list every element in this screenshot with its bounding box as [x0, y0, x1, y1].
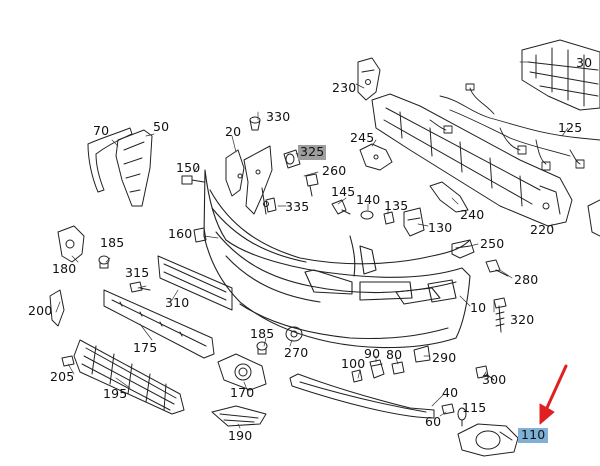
part-grille-mesh-195 [73, 339, 185, 415]
part-clip-205 [61, 355, 75, 367]
callout-220[interactable]: 220 [530, 222, 555, 237]
callout-335[interactable]: 335 [285, 199, 310, 214]
callout-100[interactable]: 100 [341, 356, 366, 371]
part-clips-100-90-80 [351, 359, 405, 383]
callout-125[interactable]: 125 [558, 120, 583, 135]
part-screw-315 [129, 281, 151, 293]
part-grille-frame-50 [115, 129, 153, 207]
callout-205[interactable]: 205 [50, 369, 75, 384]
callout-50[interactable]: 50 [153, 119, 170, 134]
part-bolt-260 [305, 173, 319, 197]
callout-185-upper[interactable]: 185 [100, 235, 125, 250]
part-bracket-200 [49, 289, 65, 327]
callout-200[interactable]: 200 [28, 303, 53, 318]
callout-300[interactable]: 300 [482, 372, 507, 387]
callout-250[interactable]: 250 [480, 236, 505, 251]
callout-260[interactable]: 260 [322, 163, 347, 178]
part-wiring-harness-125 [429, 83, 600, 171]
part-grommet-185-lower [256, 341, 268, 355]
callout-70[interactable]: 70 [93, 123, 110, 138]
callout-90[interactable]: 90 [364, 346, 381, 361]
callout-170[interactable]: 170 [230, 385, 255, 400]
part-bumper-cover [203, 169, 471, 349]
callout-40[interactable]: 40 [442, 385, 459, 400]
part-fog-lamp-110 [457, 423, 519, 457]
part-trim-strip-70 [87, 127, 133, 193]
part-plate-bracket-310 [157, 255, 233, 311]
callout-160[interactable]: 160 [168, 226, 193, 241]
part-bracket-130 [403, 207, 425, 237]
part-impact-beam-220 [371, 93, 573, 227]
callout-195[interactable]: 195 [103, 386, 128, 401]
callout-145[interactable]: 145 [331, 184, 356, 199]
part-lower-strip-175 [103, 289, 215, 359]
part-cap-60 [441, 403, 455, 415]
part-clip-290 [413, 345, 431, 363]
callout-20[interactable]: 20 [225, 124, 242, 139]
callout-320[interactable]: 320 [510, 312, 535, 327]
callout-175[interactable]: 175 [133, 340, 158, 355]
leader-lines [55, 61, 569, 429]
part-bracket-240 [429, 181, 469, 213]
callout-180[interactable]: 180 [52, 261, 77, 276]
callout-245[interactable]: 245 [350, 130, 375, 145]
callout-150[interactable]: 150 [176, 160, 201, 175]
callout-10[interactable]: 10 [470, 300, 487, 315]
callout-330[interactable]: 330 [266, 109, 291, 124]
highlight-arrow [539, 364, 568, 425]
part-bracket-230 [357, 57, 381, 101]
callout-185-lower[interactable]: 185 [250, 326, 275, 341]
part-bolt-280 [485, 259, 509, 277]
part-small-grille-190 [211, 405, 267, 427]
part-grommet-325 [283, 149, 301, 169]
callout-315[interactable]: 315 [125, 265, 150, 280]
callout-310[interactable]: 310 [165, 295, 190, 310]
callout-115[interactable]: 115 [462, 400, 487, 415]
part-mount-bracket-20 [225, 145, 273, 215]
part-clip-160 [193, 227, 207, 243]
part-bracket-245 [359, 143, 393, 171]
callout-290[interactable]: 290 [432, 350, 457, 365]
callout-230[interactable]: 230 [332, 80, 357, 95]
part-trim-strip-40 [289, 373, 435, 419]
callout-110-selected[interactable]: 110 [518, 428, 549, 443]
callout-190[interactable]: 190 [228, 428, 253, 443]
part-screw-320 [493, 297, 507, 333]
callout-325[interactable]: 325 [298, 144, 327, 160]
part-bolt-150 [181, 175, 205, 185]
callout-140[interactable]: 140 [356, 192, 381, 207]
callout-270[interactable]: 270 [284, 345, 309, 360]
callout-30[interactable]: 30 [576, 55, 593, 70]
callout-60[interactable]: 60 [425, 414, 442, 429]
callout-80[interactable]: 80 [386, 347, 403, 362]
part-bolt-300 [475, 365, 495, 381]
part-fog-bezel-170 [217, 353, 267, 391]
part-bracket-180 [57, 225, 85, 263]
callout-280[interactable]: 280 [514, 272, 539, 287]
part-support-frame-30 [521, 39, 600, 111]
callout-130[interactable]: 130 [428, 220, 453, 235]
part-grommet-185-upper [98, 255, 110, 269]
callout-240[interactable]: 240 [460, 207, 485, 222]
part-grommet-270 [285, 326, 303, 342]
part-side-bracket [587, 199, 600, 237]
part-bolt-335 [265, 197, 277, 213]
part-screw-330 [249, 116, 261, 131]
part-fasteners-145-140-135 [331, 199, 395, 225]
callout-135[interactable]: 135 [384, 198, 409, 213]
